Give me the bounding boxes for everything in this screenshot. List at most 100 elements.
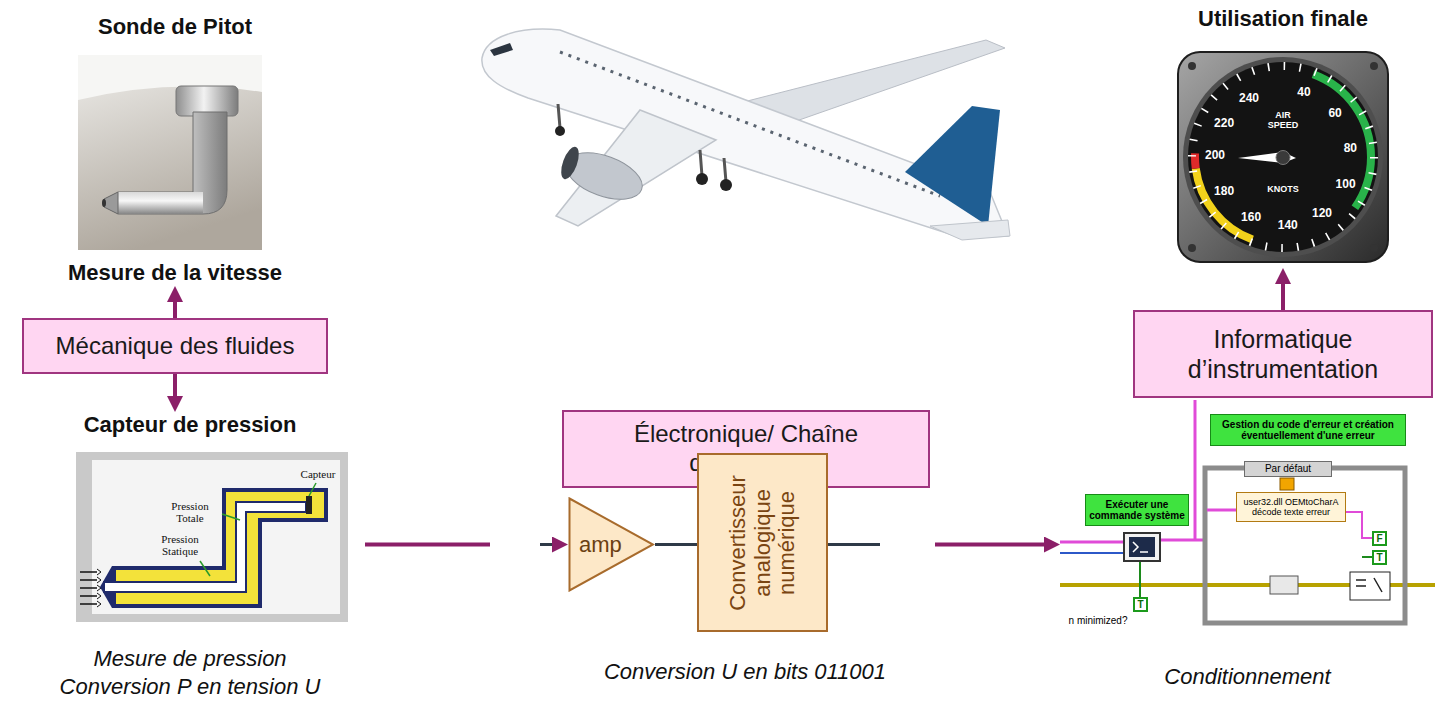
dial-number: 80	[1344, 141, 1357, 155]
airspeed-gauge-part	[1192, 66, 1374, 248]
airspeed-gauge-part	[1188, 244, 1196, 252]
pressure-sensor-figure-part	[76, 452, 348, 622]
part-label: Pression Statique	[152, 533, 208, 557]
pressure-sensor-figure-part	[237, 503, 305, 511]
dial-number: 220	[1214, 116, 1234, 130]
part-label: Pression Totale	[162, 500, 218, 524]
dial-title: AIR SPEED	[1263, 111, 1303, 131]
airspeed-gauge-part	[1195, 69, 1371, 245]
airspeed-gauge-part	[1195, 69, 1371, 245]
pressure-sensor-figure-part	[200, 561, 210, 576]
panel-heading: Sonde de Pitot	[98, 14, 252, 40]
amplifier-outline	[570, 499, 654, 591]
software-panel: Conditionnement Exécuter une commande sys…	[1060, 398, 1435, 690]
case-selector: Par défaut	[1244, 461, 1332, 477]
amplifier-symbol: amp	[568, 497, 655, 592]
pressure-sensor-figure-part	[309, 483, 316, 496]
comment-label: Exécuter une commande système	[1085, 494, 1189, 526]
flow-arrow	[173, 374, 177, 402]
stage-caption: Conversion U en bits 011001	[604, 659, 886, 685]
airliner	[482, 29, 1010, 240]
node-text: Gestion du code d'erreur et création éve…	[1214, 419, 1402, 442]
part-label: Capteur	[301, 468, 336, 480]
dial-number: 100	[1336, 177, 1356, 191]
labview-diagram-part	[1362, 556, 1372, 558]
pitot-photo-part	[102, 199, 106, 207]
comment-label: Gestion du code d'erreur et création éve…	[1210, 414, 1406, 446]
pressure-sensor-figure	[76, 452, 348, 622]
labview-diagram-part	[1060, 398, 1435, 642]
boolean-constant: T	[1133, 597, 1148, 612]
connector	[655, 544, 697, 545]
stage-caption: Conversion U en bits 011001	[604, 659, 886, 685]
pitot-photo	[78, 55, 262, 250]
converter-box: Convertisseur analogique numérique	[697, 453, 828, 632]
airliner-part	[905, 106, 1000, 226]
pressure-sensor-figure-part	[104, 582, 242, 592]
labview-diagram-part	[1350, 572, 1390, 600]
boolean-constant: T	[1372, 550, 1387, 565]
airliner-part	[558, 104, 726, 182]
labview-diagram	[1060, 398, 1435, 642]
pressure-sensor-figure-part	[105, 583, 241, 591]
panel-heading: Mesure de la vitesse	[68, 260, 282, 286]
part-label: Capteur	[301, 468, 336, 480]
node-text: T	[1376, 553, 1382, 563]
dial-number: 180	[1214, 184, 1234, 198]
dial-number: 200	[1205, 148, 1225, 162]
part-label: Pression Totale	[162, 500, 218, 524]
labview-diagram-part	[1270, 576, 1298, 594]
pressure-sensor-figure-part	[92, 460, 340, 614]
terminal-label: n minimized?	[1069, 615, 1128, 626]
dial-unit: KNOTS	[1267, 185, 1299, 195]
pressure-sensor-figure-part	[236, 502, 246, 592]
airspeed-gauge-part	[1370, 62, 1378, 70]
airliner-part	[696, 173, 708, 185]
node-text: T	[1137, 600, 1143, 610]
airspeed-gauge-part	[1178, 52, 1388, 262]
dial-number: 180	[1214, 184, 1234, 198]
dial-number: 160	[1241, 210, 1261, 224]
panel-caption: Conditionnement	[1164, 663, 1330, 691]
labview-diagram-part	[1124, 533, 1160, 561]
dial-number: 240	[1239, 91, 1259, 105]
panel-caption: Mesure de pression Conversion P en tensi…	[50, 645, 330, 700]
discipline-box: Informatique d’instrumentation	[1133, 310, 1433, 398]
flow-arrow	[365, 543, 490, 547]
connector	[175, 296, 176, 318]
node-text: Convertisseur analogique numérique	[726, 459, 800, 626]
dial-title: AIR SPEED	[1263, 111, 1303, 131]
flow-arrow	[1281, 278, 1285, 310]
terminal-label: n minimized?	[1069, 615, 1128, 626]
labview-diagram-part	[1194, 400, 1197, 540]
node-text: user32.dll OEMtoCharA décode texte erreu…	[1239, 497, 1343, 518]
labview-diagram-part	[1346, 512, 1372, 538]
dial-number: 100	[1336, 177, 1356, 191]
airspeed-gauge-part	[1183, 57, 1383, 257]
connector	[365, 544, 558, 545]
dial-number: 220	[1214, 116, 1234, 130]
dial-number: 60	[1328, 106, 1341, 120]
labview-diagram-part	[1207, 509, 1236, 512]
labview-diagram-part	[1205, 468, 1405, 623]
discipline-box: Mécanique des fluides	[22, 318, 328, 374]
pressure-sensor-figure-part	[237, 503, 245, 591]
labview-diagram-part	[1133, 542, 1148, 552]
pressure-sensor-figure-part	[222, 514, 240, 520]
dial-number: 140	[1278, 218, 1298, 232]
airliner-part	[720, 179, 732, 191]
flow-arrow	[935, 543, 1050, 547]
pitot-photo-part	[78, 55, 262, 250]
connector	[1283, 278, 1284, 310]
pitot-photo-part	[104, 192, 118, 214]
labview-diagram-part	[1160, 539, 1205, 542]
labview-diagram-part	[1060, 541, 1124, 544]
node-text: amp	[579, 532, 622, 558]
library-call: user32.dll OEMtoCharA décode texte erreu…	[1236, 492, 1346, 522]
node-text: Exécuter une commande système	[1089, 499, 1185, 522]
airspeed-gauge-part	[1195, 69, 1371, 245]
panel-heading: Utilisation finale	[1198, 6, 1368, 32]
airspeed-gauge-part	[1188, 62, 1378, 252]
dial-number: 40	[1297, 85, 1310, 99]
